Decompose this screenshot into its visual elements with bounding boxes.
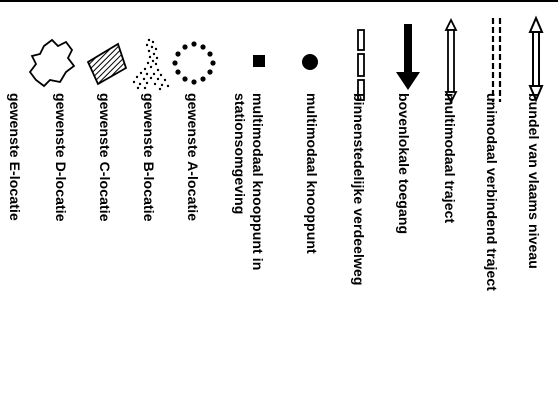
unimodaal-icon bbox=[491, 18, 502, 102]
label-binnenstedelijke: binnenstedelijke verdeelweg bbox=[351, 93, 367, 286]
label-stationsomgeving: multimodaal knooppunt in stationsomgevin… bbox=[232, 93, 266, 271]
label-knooppunt: multimodaal knooppunt bbox=[304, 93, 320, 254]
multimodaal-traject-icon bbox=[444, 17, 458, 105]
label-unimodaal: unimodaal verbindend traject bbox=[484, 93, 500, 292]
bundel-icon bbox=[528, 15, 544, 103]
label-bundel: bundel van vlaams niveau bbox=[526, 93, 542, 269]
binnenstedelijke-icon bbox=[357, 29, 365, 101]
bovenlokale-arrow-icon bbox=[396, 24, 420, 90]
filled-circle-icon bbox=[302, 54, 318, 70]
hatched-shape-icon bbox=[86, 42, 128, 86]
legend-symbols bbox=[28, 15, 544, 105]
label-bovenlokale: bovenlokale toegang bbox=[396, 93, 412, 235]
label-a-locatie: gewenste A-locatie bbox=[185, 93, 201, 222]
label-c-locatie: gewenste C-locatie bbox=[97, 93, 113, 222]
top-border bbox=[0, 0, 558, 2]
label-e-locatie: gewenste E-locatie bbox=[7, 93, 23, 221]
outline-shape-icon bbox=[28, 38, 76, 88]
label-b-locatie: gewenste B-locatie bbox=[141, 93, 157, 222]
dotted-ring-icon bbox=[172, 41, 216, 85]
filled-square-icon bbox=[253, 55, 265, 67]
dotted-blob-icon bbox=[132, 38, 170, 91]
label-d-locatie: gewenste D-locatie bbox=[53, 93, 69, 222]
label-multimodaal-traject: multimodaal traject bbox=[442, 93, 458, 224]
